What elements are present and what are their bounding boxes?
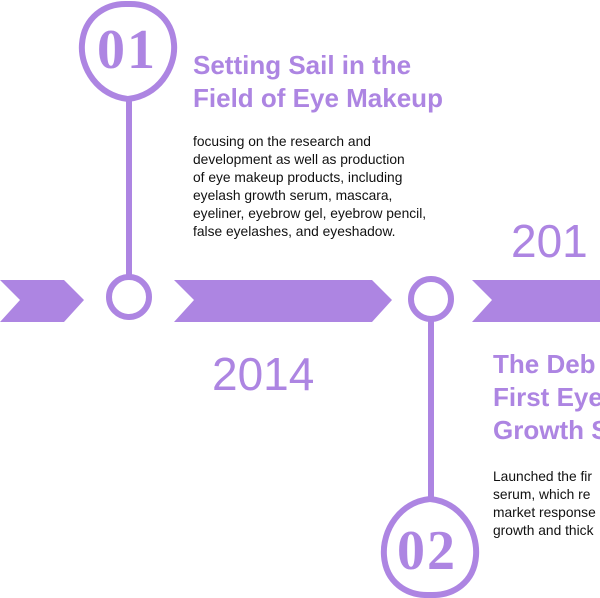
milestone-2-marker bbox=[380, 276, 480, 598]
description-1-line-2: development as well as production bbox=[193, 152, 405, 167]
timeline-node-1 bbox=[106, 274, 152, 320]
description-1-line-1: focusing on the research and bbox=[193, 134, 371, 149]
milestone-title-2: The Deb First Eye Growth S bbox=[493, 348, 600, 447]
milestone-description-1: focusing on the research and development… bbox=[193, 133, 426, 241]
timeline-arrow-bar bbox=[0, 280, 600, 322]
milestone-year-2: 201 bbox=[511, 215, 588, 267]
badge-frame-2 bbox=[380, 495, 480, 598]
milestone-number-02: 02 bbox=[397, 520, 457, 582]
milestone-1-marker bbox=[78, 0, 178, 320]
milestone-title-1-line-1: Setting Sail in the bbox=[193, 50, 412, 80]
timeline-node-2 bbox=[408, 276, 454, 322]
description-1-line-6: false eyelashes, and eyeshadow. bbox=[193, 224, 396, 239]
description-1-line-3: of eye makeup products, including bbox=[193, 170, 403, 185]
description-2-line-4: growth and thick bbox=[493, 523, 594, 538]
description-1-line-5: eyeliner, eyebrow gel, eyebrow pencil, bbox=[193, 206, 427, 221]
description-2-line-2: serum, which re bbox=[493, 487, 591, 502]
badge-frame-1 bbox=[78, 0, 178, 103]
arrow-segment-1 bbox=[0, 280, 84, 322]
milestone-title-1: Setting Sail in the Field of Eye Makeup bbox=[193, 49, 443, 115]
milestone-title-2-line-1: The Deb bbox=[493, 349, 596, 379]
milestone-title-1-line-2: Field of Eye Makeup bbox=[193, 83, 443, 113]
milestone-number-01: 01 bbox=[97, 19, 157, 81]
description-1-line-4: eyelash growth serum, mascara, bbox=[193, 188, 393, 203]
milestone-title-2-line-3: Growth S bbox=[493, 415, 600, 445]
description-2-line-1: Launched the fir bbox=[493, 469, 592, 484]
milestone-description-2: Launched the fir serum, which re market … bbox=[493, 468, 596, 540]
description-2-line-3: market response bbox=[493, 505, 596, 520]
arrow-segment-2 bbox=[174, 280, 392, 322]
milestone-title-2-line-2: First Eye bbox=[493, 382, 600, 412]
milestone-year-1: 2014 bbox=[212, 348, 315, 400]
arrow-segment-3 bbox=[472, 280, 600, 322]
